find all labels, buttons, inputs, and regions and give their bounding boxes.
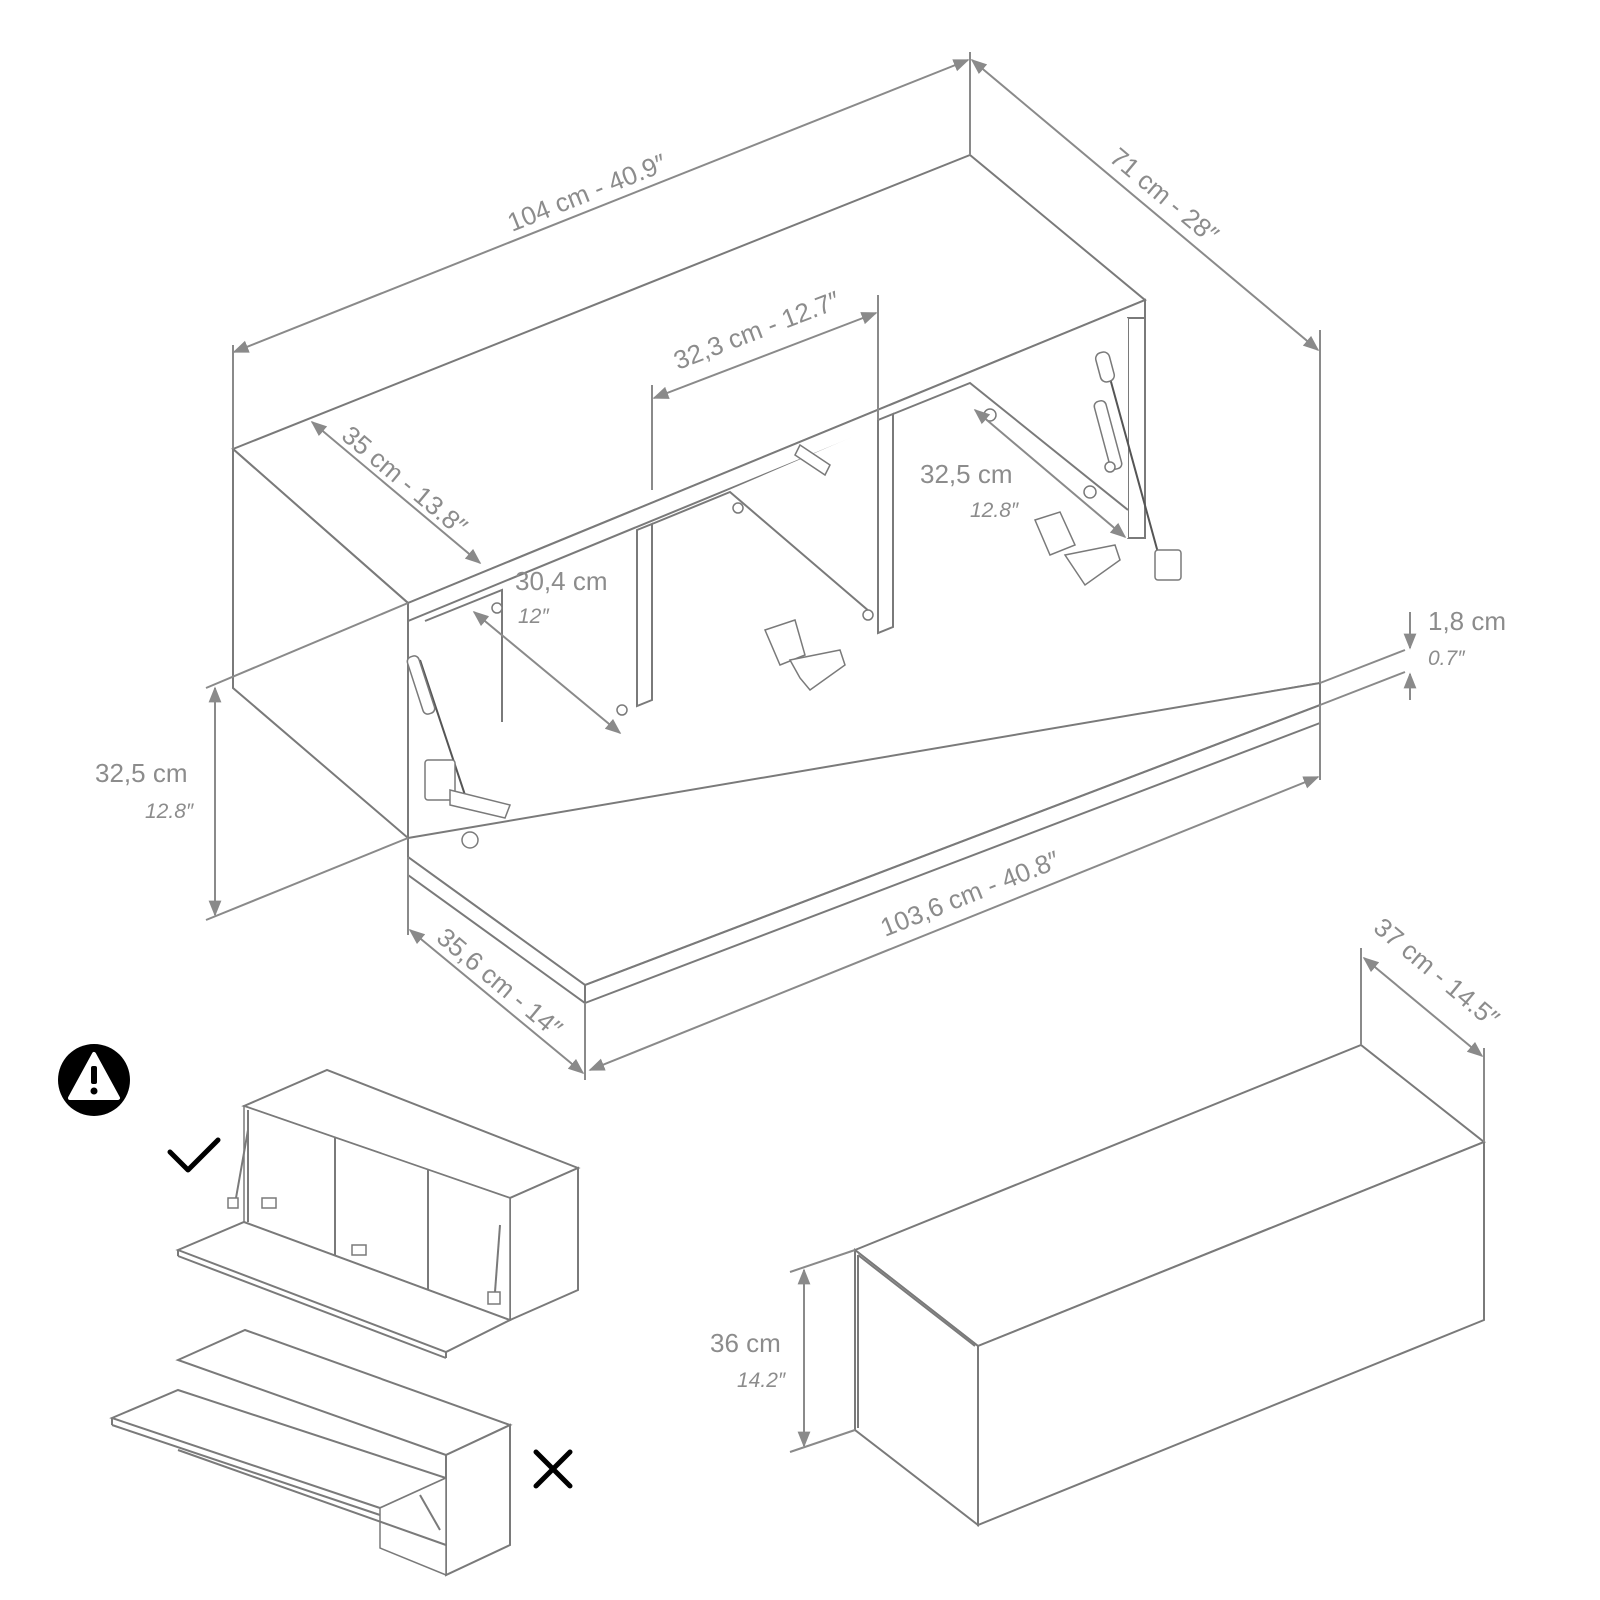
hinge-middle (763, 619, 846, 692)
depth-top-label: 71 cm - 28″ (1104, 142, 1224, 250)
inner-left-cm-label: 30,4 cm (515, 566, 608, 596)
closed-height-cm-label: 36 cm (710, 1328, 781, 1358)
inner-right-cm-label: 32,5 cm (920, 459, 1013, 489)
inner-right-in-label: 12.8″ (970, 499, 1020, 522)
closed-cabinet-drawing (853, 1043, 1486, 1528)
closed-height-in-label: 14.2″ (737, 1369, 787, 1392)
thickness-in-label: 0.7″ (1428, 647, 1466, 670)
closed-depth-label: 37 cm - 14.5″ (1368, 912, 1505, 1034)
warning-icon (58, 1044, 130, 1116)
inner-left-in-label: 12″ (518, 605, 550, 628)
height-in-label: 12.8″ (145, 800, 195, 823)
wrong-install-drawing (109, 1328, 513, 1577)
width-top-label: 104 cm - 40.9″ (503, 148, 670, 238)
closed-dimension-lines (789, 948, 1485, 1453)
correct-install-drawing (175, 1068, 581, 1359)
open-cabinet-drawing (231, 153, 1321, 1005)
thickness-cm-label: 1,8 cm (1428, 606, 1506, 636)
hinge-left (424, 759, 512, 849)
dimension-lines (205, 52, 1417, 1080)
height-cm-label: 32,5 cm (95, 758, 188, 788)
cross-icon (533, 1449, 573, 1489)
check-icon (167, 1137, 221, 1173)
